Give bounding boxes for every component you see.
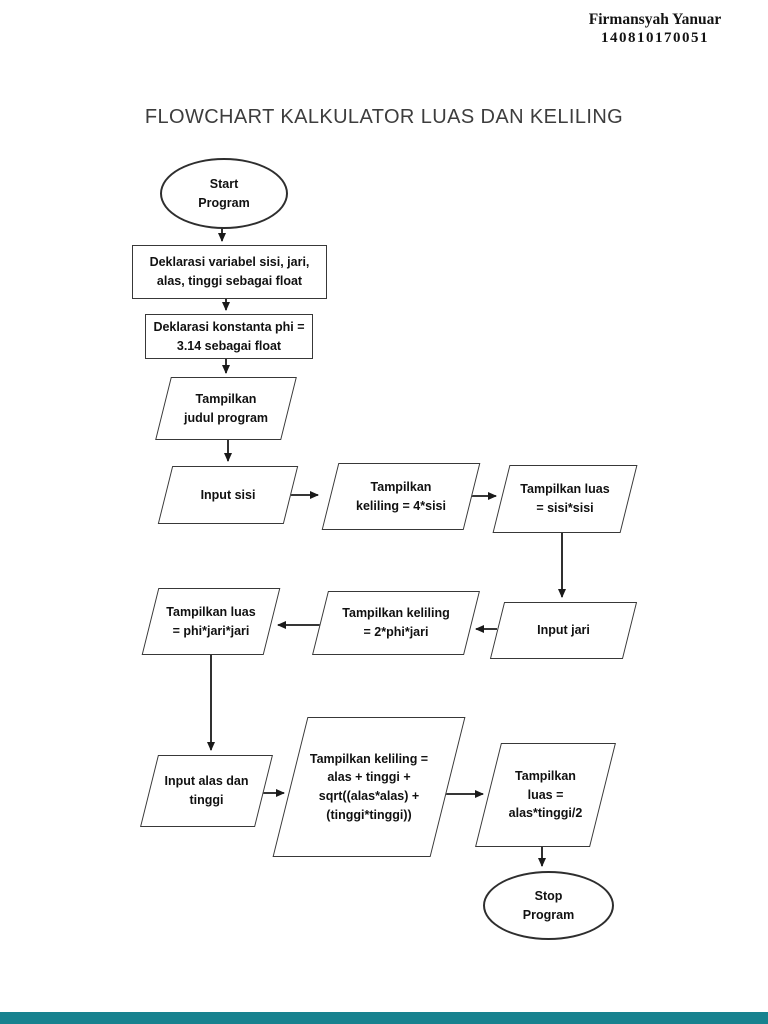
flow-node-declare-variables: Deklarasi variabel sisi, jari, alas, tin… — [132, 245, 327, 299]
node-label: Input sisi — [200, 487, 256, 502]
flow-node-display-keliling-segitiga: Tampilkan keliling = alas + tinggi + sqr… — [272, 717, 466, 857]
page-header: Firmansyah Yanuar 140810170051 — [545, 10, 765, 48]
flow-node-declare-constant-phi: Deklarasi konstanta phi = 3.14 sebagai f… — [145, 314, 313, 359]
node-label: Input alas dan tinggi — [164, 774, 249, 807]
flow-node-display-title: Tampilkan judul program — [155, 377, 297, 440]
node-label: Tampilkan keliling = 2*phi*jari — [342, 606, 450, 639]
flow-node-stop-terminator: Stop Program — [483, 871, 614, 940]
flow-node-input-jari: Input jari — [489, 602, 638, 659]
flow-node-display-keliling-persegi: Tampilkan keliling = 4*sisi — [321, 463, 481, 530]
node-label: Tampilkan judul program — [183, 391, 269, 425]
flow-node-display-keliling-lingkaran: Tampilkan keliling = 2*phi*jari — [312, 591, 480, 655]
flow-node-display-luas-persegi: Tampilkan luas = sisi*sisi — [492, 465, 638, 533]
node-label: Input jari — [537, 623, 590, 638]
flow-node-input-sisi: Input sisi — [157, 466, 299, 524]
flow-node-display-luas-segitiga: Tampilkan luas = alas*tinggi/2 — [475, 743, 616, 847]
flow-node-start-terminator: Start Program — [160, 158, 288, 229]
flow-node-display-luas-lingkaran: Tampilkan luas = phi*jari*jari — [141, 588, 281, 655]
node-label: Tampilkan keliling = 4*sisi — [356, 479, 446, 513]
node-label: Tampilkan luas = sisi*sisi — [520, 482, 610, 515]
author-name: Firmansyah Yanuar — [588, 11, 722, 28]
node-label: Tampilkan luas = alas*tinggi/2 — [508, 768, 583, 821]
node-label: Tampilkan luas = phi*jari*jari — [166, 604, 256, 638]
node-label: Tampilkan keliling = alas + tinggi + sqr… — [309, 751, 429, 822]
viewer-toolbar-strip — [0, 1012, 768, 1024]
page-title: FLOWCHART KALKULATOR LUAS DAN KELILING — [144, 106, 624, 128]
flow-node-input-alas-tinggi: Input alas dan tinggi — [140, 755, 273, 827]
student-id: 140810170051 — [601, 30, 709, 47]
